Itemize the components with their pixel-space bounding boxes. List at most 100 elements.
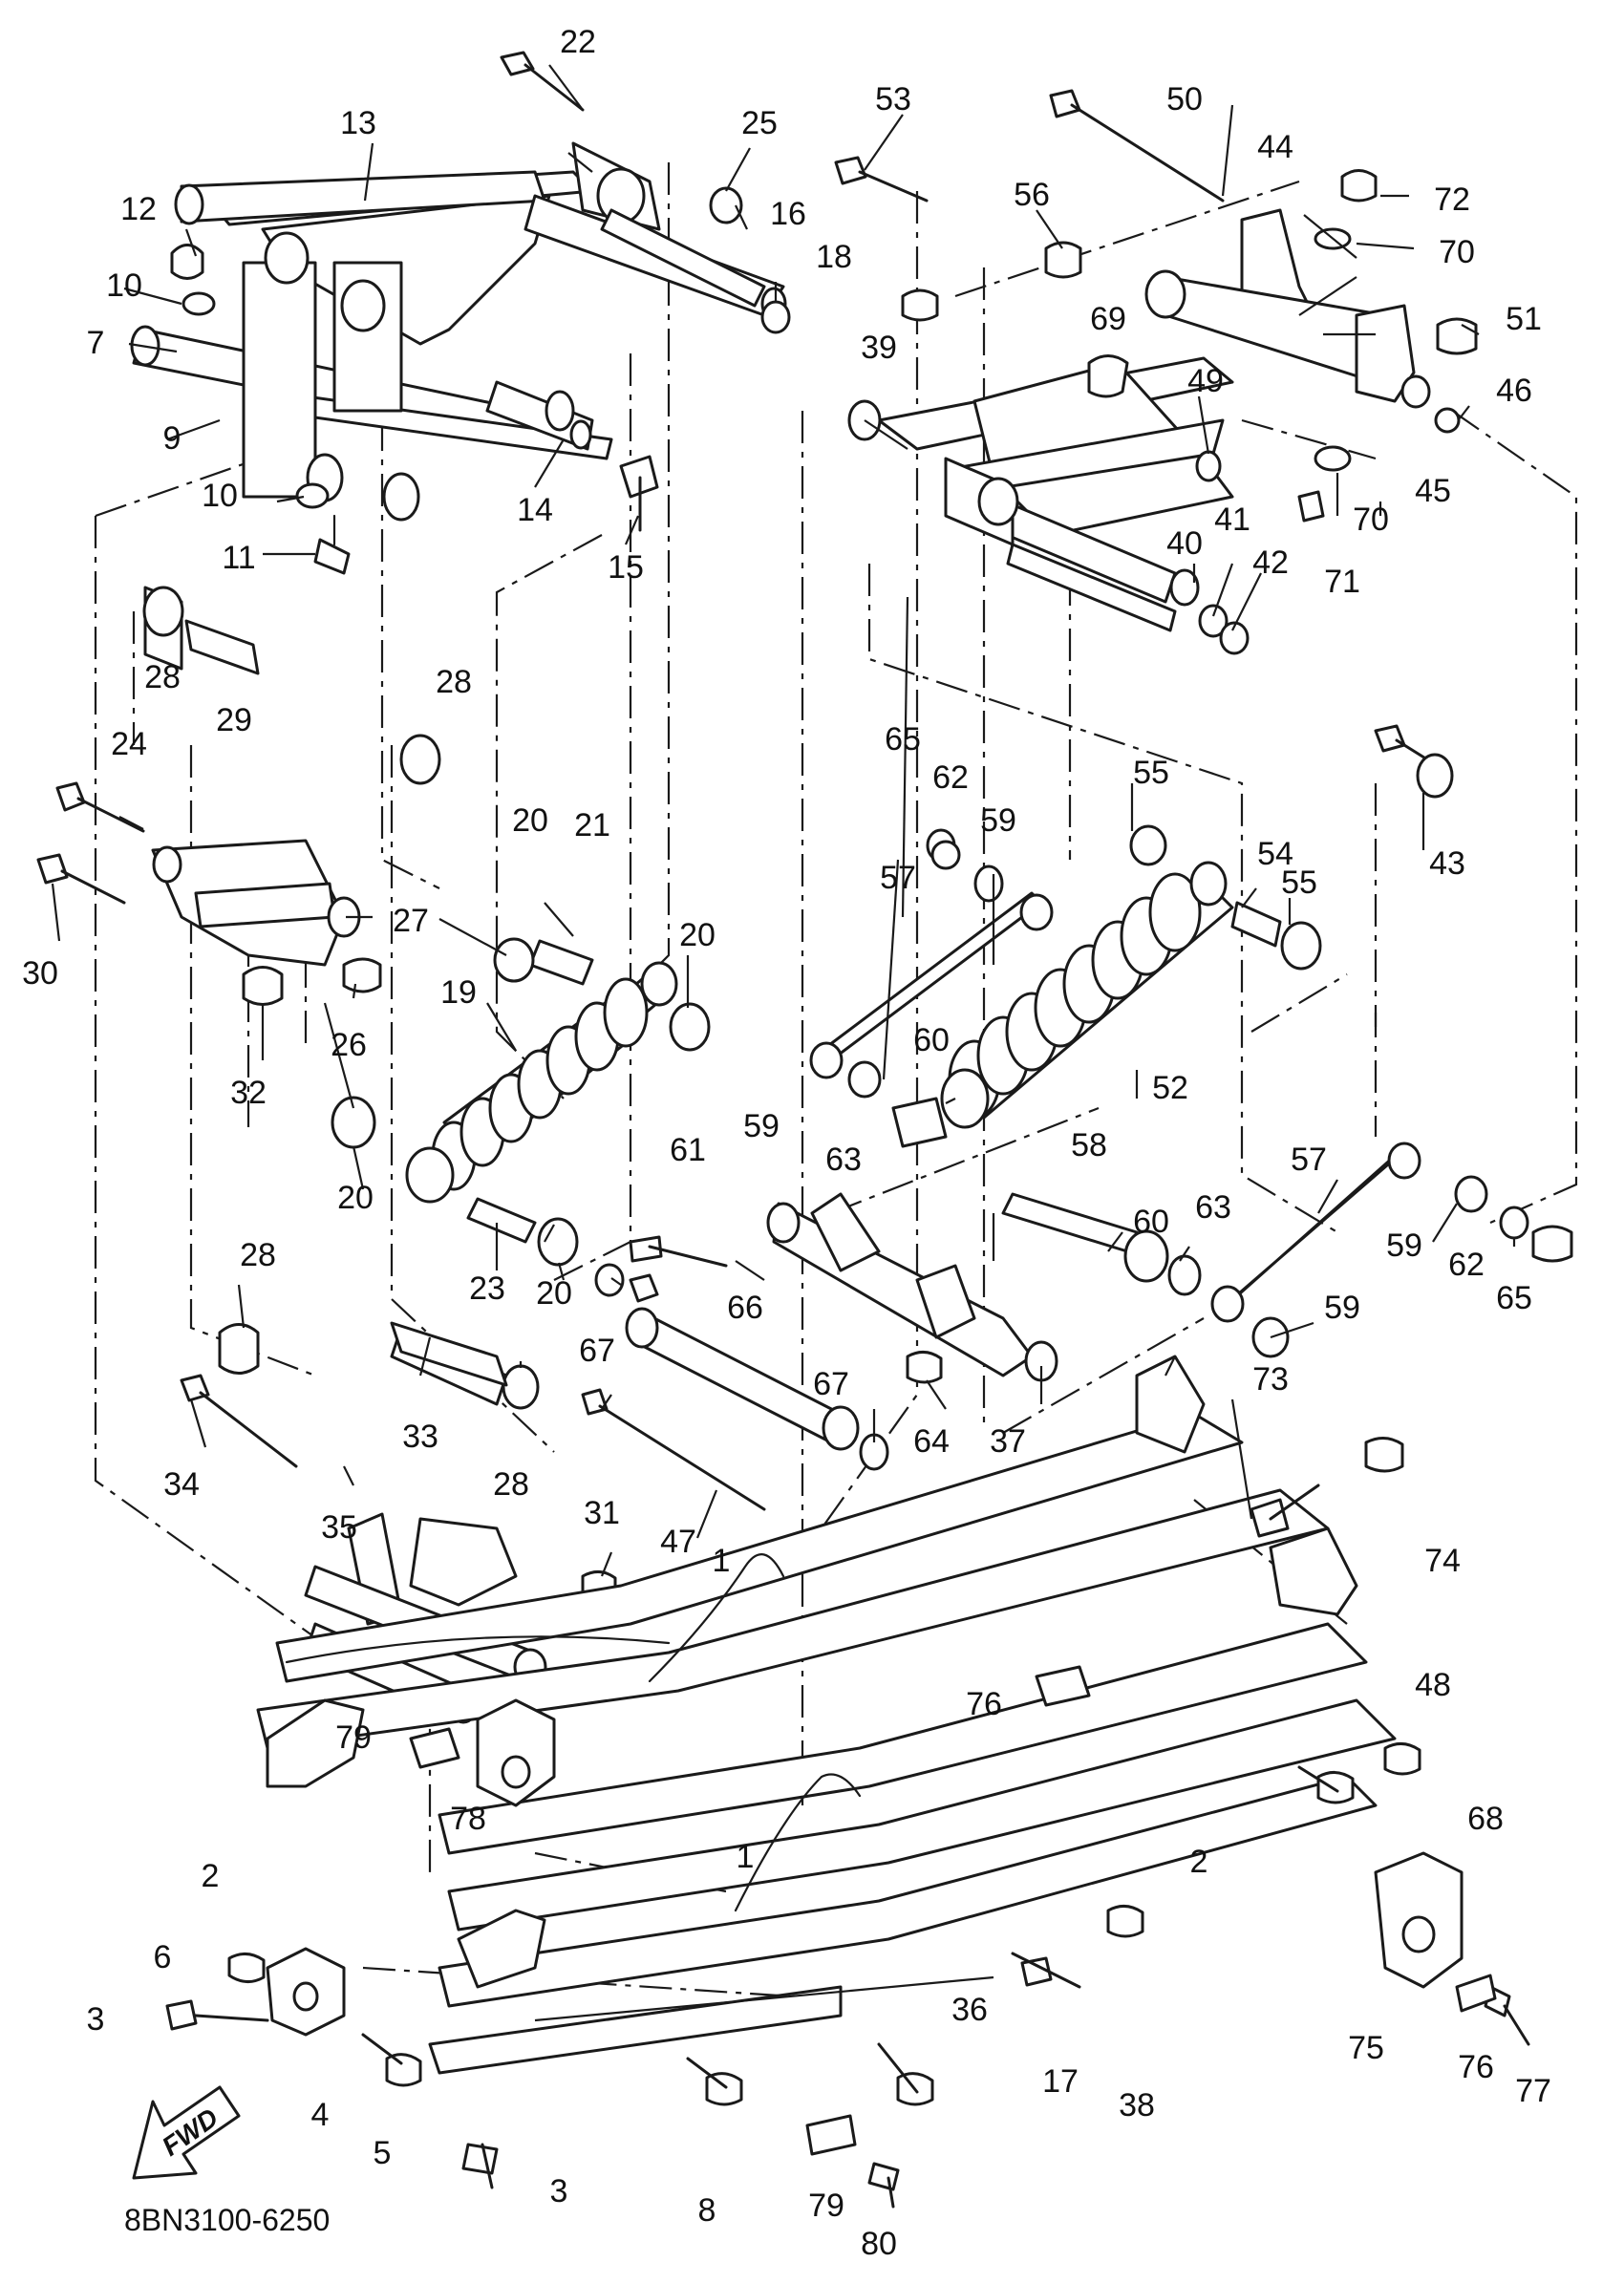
- callout-48: 48: [1415, 1667, 1451, 1703]
- callout-8: 8: [698, 2192, 716, 2229]
- callout-7: 7: [87, 325, 105, 361]
- callout-13: 13: [340, 105, 376, 141]
- callout-16: 16: [770, 196, 806, 232]
- callout-59: 59: [1386, 1227, 1422, 1264]
- callout-60: 60: [913, 1022, 950, 1058]
- callout-58: 58: [1071, 1127, 1107, 1163]
- callout-28: 28: [436, 664, 472, 700]
- callout-55: 55: [1281, 865, 1317, 901]
- callout-43: 43: [1429, 845, 1465, 882]
- callout-1: 1: [713, 1543, 731, 1579]
- callout-15: 15: [608, 549, 644, 586]
- callout-19: 19: [440, 974, 477, 1011]
- callout-35: 35: [321, 1509, 357, 1546]
- callout-59: 59: [980, 802, 1016, 839]
- callout-2: 2: [202, 1858, 220, 1894]
- centre-pivot-shafts: [581, 1192, 1058, 1511]
- callout-64: 64: [913, 1423, 950, 1460]
- callout-65: 65: [885, 721, 921, 758]
- callout-20: 20: [536, 1275, 572, 1312]
- callout-42: 42: [1252, 544, 1289, 581]
- callout-59: 59: [743, 1108, 780, 1144]
- callout-41: 41: [1214, 502, 1250, 538]
- callout-49: 49: [1187, 363, 1224, 399]
- callout-75: 75: [1348, 2030, 1384, 2066]
- rear-swing-arm-assembly: [834, 89, 1250, 655]
- callout-76: 76: [1458, 2049, 1494, 2085]
- callout-62: 62: [932, 759, 969, 796]
- drawing-code: 8BN3100-6250: [124, 2203, 330, 2237]
- callout-33: 33: [402, 1419, 438, 1455]
- callout-numbers: 1 1 2 2 3 3 4 5 6 7 8 9 10 10 11 12 13 1…: [22, 24, 1551, 2262]
- callout-62: 62: [1448, 1247, 1485, 1283]
- callout-71: 71: [1324, 564, 1360, 600]
- callout-79: 79: [335, 1719, 372, 1756]
- rear-shock-absorber: [809, 288, 1573, 1358]
- callout-25: 25: [741, 105, 778, 141]
- callout-57: 57: [1291, 1142, 1327, 1178]
- callout-37: 37: [990, 1423, 1026, 1460]
- upper-left-hardware: [142, 51, 791, 785]
- callout-5: 5: [374, 2135, 392, 2171]
- callout-70: 70: [1439, 234, 1475, 270]
- callout-61: 61: [670, 1132, 706, 1168]
- callout-30: 30: [22, 955, 58, 992]
- callout-10: 10: [202, 478, 238, 514]
- callout-57: 57: [880, 860, 916, 896]
- callout-36: 36: [951, 1992, 988, 2028]
- callout-56: 56: [1014, 177, 1050, 213]
- callout-34: 34: [163, 1466, 200, 1503]
- callout-80: 80: [861, 2226, 897, 2262]
- fwd-direction-arrow: FWD: [132, 2085, 241, 2180]
- rear-pivot-brackets: [36, 781, 617, 1724]
- callout-52: 52: [1152, 1070, 1188, 1106]
- callout-17: 17: [1042, 2063, 1079, 2100]
- callout-24: 24: [111, 726, 147, 762]
- rail-clips: [409, 1665, 1497, 2156]
- callout-72: 72: [1434, 181, 1470, 218]
- callout-59: 59: [1324, 1290, 1360, 1326]
- callout-28: 28: [493, 1466, 529, 1503]
- callout-3: 3: [87, 2001, 105, 2038]
- skid-rails: [256, 1355, 1397, 2075]
- callout-65: 65: [1496, 1280, 1532, 1316]
- callout-3: 3: [550, 2173, 568, 2209]
- callout-51: 51: [1506, 301, 1542, 337]
- callout-40: 40: [1166, 525, 1203, 562]
- callout-70: 70: [1353, 502, 1389, 538]
- front-shock-absorber: [390, 937, 711, 1387]
- callout-18: 18: [816, 239, 852, 275]
- upper-mount-bracket: [1144, 169, 1478, 799]
- skid-end-caps: [266, 1698, 1464, 2037]
- callout-73: 73: [1252, 1361, 1289, 1398]
- callout-1: 1: [737, 1839, 755, 1875]
- callout-67: 67: [813, 1366, 849, 1402]
- callout-68: 68: [1467, 1801, 1504, 1837]
- callout-6: 6: [154, 1939, 172, 1975]
- callout-67: 67: [579, 1333, 615, 1369]
- callout-leaders: [51, 64, 1516, 2022]
- callout-55: 55: [1133, 755, 1169, 791]
- callout-60: 60: [1133, 1204, 1169, 1240]
- front-swing-arm-assembly: [130, 141, 787, 522]
- callout-14: 14: [517, 492, 553, 528]
- callout-2: 2: [1190, 1844, 1208, 1880]
- callout-9: 9: [163, 420, 182, 457]
- callout-28: 28: [240, 1237, 276, 1273]
- callout-20: 20: [337, 1180, 374, 1216]
- callout-38: 38: [1119, 2087, 1155, 2124]
- callout-23: 23: [469, 1270, 505, 1307]
- callout-4: 4: [311, 2097, 330, 2133]
- callout-31: 31: [584, 1495, 620, 1531]
- callout-74: 74: [1424, 1543, 1461, 1579]
- callout-20: 20: [679, 917, 716, 953]
- callout-29: 29: [216, 702, 252, 738]
- callout-26: 26: [331, 1027, 367, 1063]
- callout-39: 39: [861, 330, 897, 366]
- callout-76: 76: [966, 1686, 1002, 1722]
- callout-77: 77: [1515, 2073, 1551, 2109]
- callout-63: 63: [825, 1142, 862, 1178]
- callout-53: 53: [875, 81, 911, 117]
- callout-47: 47: [660, 1524, 696, 1560]
